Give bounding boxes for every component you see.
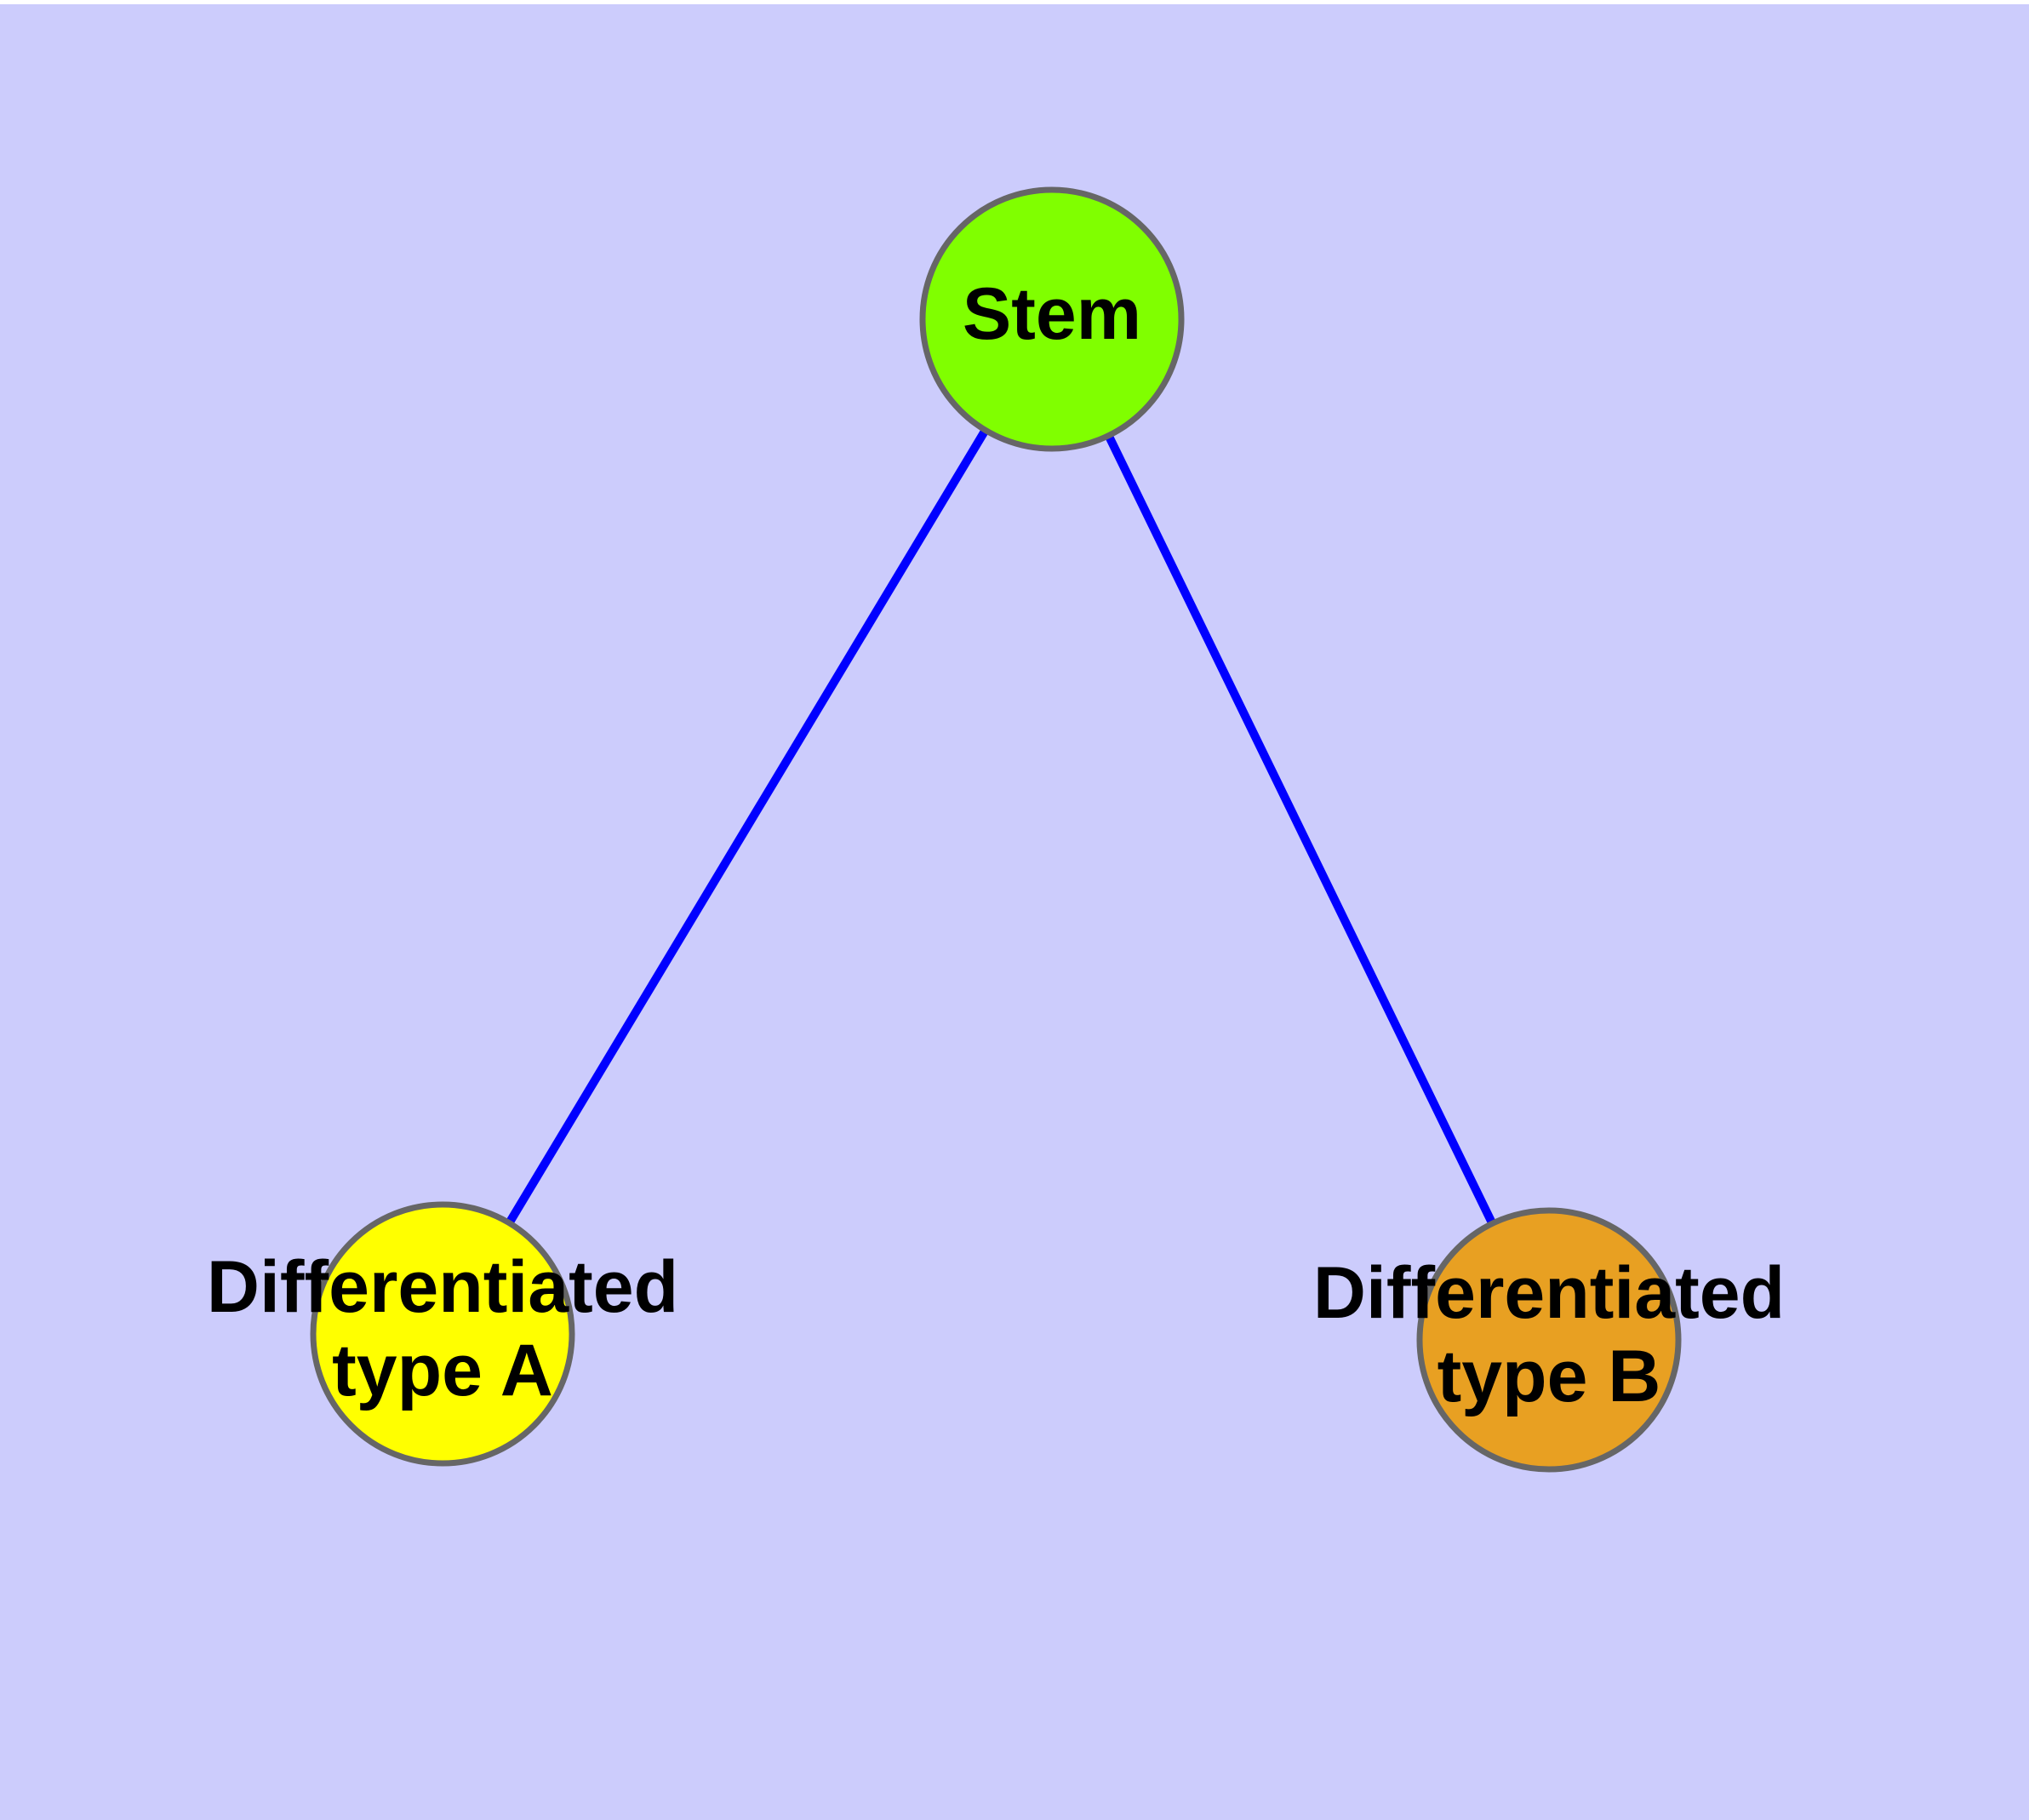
edge-stem-diff-a [503,425,992,1228]
node-label-line: Differentiated [1313,1252,1785,1334]
edges-layer [503,425,1498,1229]
node-label-stem: Stem [963,273,1141,355]
node-label-line: type A [332,1330,553,1411]
edge-stem-diff-b [1103,430,1498,1229]
node-circle-diff_a[interactable] [310,1201,575,1467]
node-label-line: Differentiated [207,1246,678,1328]
nodes-layer [310,186,1682,1473]
node-label-line: Stem [963,273,1141,355]
node-circle-stem[interactable] [919,186,1185,452]
node-circle-diff_b[interactable] [1416,1207,1682,1473]
node-label-line: type B [1437,1336,1661,1417]
